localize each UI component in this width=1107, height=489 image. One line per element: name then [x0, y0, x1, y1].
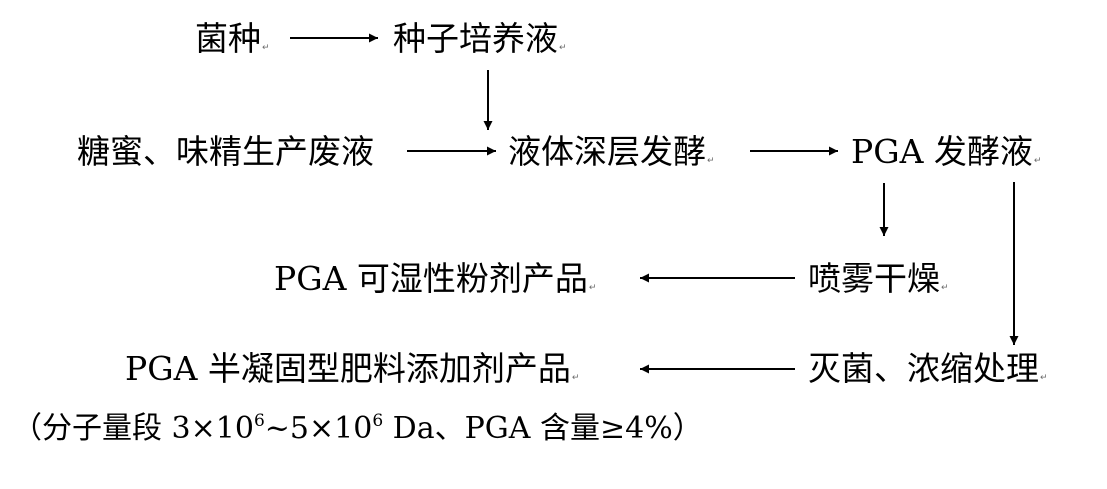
node-wettable-powder: PGA 可湿性粉剂产品↵: [274, 259, 597, 298]
node-fermentation: 液体深层发酵↵: [508, 132, 715, 171]
paragraph-mark-icon: ↵: [571, 373, 580, 383]
paragraph-mark-icon: ↵: [1040, 373, 1048, 383]
node-semi-solid: PGA 半凝固型肥料添加剂产品↵: [125, 349, 580, 388]
node-seed-liquid: 种子培养液↵: [393, 19, 567, 58]
paragraph-mark-icon: ↵: [262, 43, 270, 53]
node-pga-broth: PGA 发酵液↵: [851, 132, 1042, 171]
paragraph-mark-icon: ↵: [559, 43, 567, 53]
molecular-weight-note: （分子量段 3×106~5×106 Da、PGA 含量≥4%）: [12, 411, 703, 446]
node-waste-liquid: 糖蜜、味精生产废液: [77, 132, 374, 171]
paragraph-mark-icon: ↵: [1033, 156, 1042, 166]
node-strain: 菌种↵: [195, 19, 270, 58]
paragraph-mark-icon: ↵: [588, 283, 597, 293]
paragraph-mark-icon: ↵: [707, 156, 715, 166]
node-sterilize: 灭菌、浓缩处理↵: [808, 349, 1048, 388]
paragraph-mark-icon: ↵: [941, 283, 949, 293]
node-spray-dry: 喷雾干燥↵: [808, 259, 949, 298]
